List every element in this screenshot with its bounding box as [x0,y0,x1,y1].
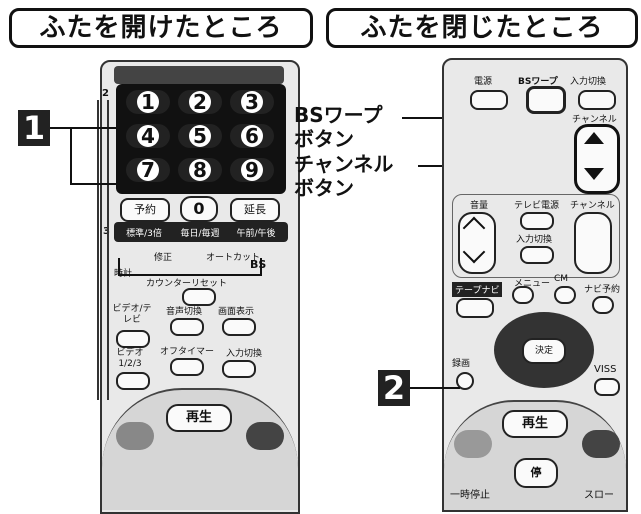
key-8[interactable]: 8 [178,158,222,182]
key-9[interactable]: 9 [230,158,274,182]
menu-label: メニュー [514,279,551,289]
tv-power-label: テレビ電源 [514,201,560,211]
channel-callout-line1: チャンネル [294,152,394,176]
key-0[interactable]: 0 [180,196,218,222]
auto-cut-label: オートカット [206,253,261,263]
enter-button[interactable]: 決定 [522,338,566,364]
tv-control-panel [452,194,620,278]
daily-weekly-button[interactable]: 毎日/毎週 [180,229,220,239]
tape-navi-label: テープナビ [452,282,503,297]
power-label: 電源 [474,77,493,87]
bs-label: BS [250,258,267,271]
volume-label: 音量 [470,201,489,211]
key-5[interactable]: 5 [178,124,222,148]
menu-button[interactable] [512,286,534,304]
navi-reserve-label: ナビ予約 [584,285,621,295]
key-2[interactable]: 2 [178,90,222,114]
step-1-label: 1 [18,110,50,146]
input-switch-button[interactable] [222,360,256,378]
am-pm-button[interactable]: 午前/午後 [236,229,276,239]
fast-forward-button[interactable] [246,422,284,450]
top-button-strip [114,66,284,84]
audio-switch-label: 音声切換 [166,307,203,317]
step-2-connector [410,387,460,389]
key-4[interactable]: 4 [126,124,170,148]
bs-bracket [118,258,262,276]
key-7[interactable]: 7 [126,158,170,182]
key-1[interactable]: 1 [126,90,170,114]
remote-lid-closed: 電源 BSワープ 入力切換 チャンネル 音量 テレビ電源 チャンネル 入力切換 … [442,58,628,512]
slow-label: スロー [584,490,614,501]
key-6[interactable]: 6 [230,124,274,148]
row3-strip [114,222,288,242]
off-timer-button[interactable] [170,358,204,376]
header-lid-open: ふたを開けたところ [9,8,313,48]
row-number-3: 3 [103,226,110,237]
step-2-label: 2 [378,370,410,406]
remote-lid-open: 2 1 2 3 4 5 6 7 8 9 予約 0 延長 3 標準/3倍 毎日/毎… [100,60,300,514]
counter-reset-button[interactable] [182,288,216,306]
display-label: 画面表示 [218,307,255,317]
modify-label: 修正 [154,253,173,263]
audio-switch-button[interactable] [170,318,204,336]
video-tv-button[interactable] [116,330,150,348]
cable [97,100,109,400]
input-switch-row-label: 入力切換 [516,235,553,245]
extend-button[interactable]: 延長 [230,198,280,222]
tv-power-button[interactable] [520,212,554,230]
key-3[interactable]: 3 [230,90,274,114]
display-button[interactable] [222,318,256,336]
row-number-2: 2 [102,88,109,99]
channel-top-label: チャンネル [572,115,617,125]
power-button[interactable] [470,90,508,110]
bs-warp-button[interactable] [526,86,566,114]
cm-button[interactable] [554,286,576,304]
video123-label: ビデオ1/2/3 [116,348,144,369]
rewind-button-closed[interactable] [454,430,492,458]
channel-row-label: チャンネル [570,201,615,211]
input-switch-top-button[interactable] [578,90,616,110]
rewind-button[interactable] [116,422,154,450]
channel-down-icon[interactable] [584,168,604,180]
video-tv-label: ビデオ/テレビ [112,304,152,325]
channel-callout-line2: ボタン [294,176,354,200]
play-button-closed[interactable]: 再生 [502,410,568,438]
step-1-line-a [70,183,126,185]
step-1-bracket [70,127,72,183]
fast-forward-button-closed[interactable] [582,430,620,458]
step-1-connector [50,127,124,129]
input-switch-row-button[interactable] [520,246,554,264]
header-lid-closed: ふたを閉じたところ [326,8,638,48]
off-timer-label: オフタイマー [160,347,215,357]
input-switch-top-label: 入力切換 [570,77,607,87]
bs-warp-callout-line1: BSワープ [294,103,383,127]
pause-label: 一時停止 [450,490,490,501]
record-label: 録画 [452,359,471,369]
tape-navi-button[interactable] [456,298,494,318]
volume-rocker[interactable] [458,212,496,274]
input-switch-label: 入力切換 [226,349,263,359]
play-button[interactable]: 再生 [166,404,232,432]
standard-3x-button[interactable]: 標準/3倍 [126,229,162,239]
bs-warp-callout-line2: ボタン [294,127,354,151]
viss-label: VISS [594,364,617,375]
bs-warp-label: BSワープ [518,77,558,87]
reserve-button[interactable]: 予約 [120,198,170,222]
channel-up-icon[interactable] [584,132,604,144]
tv-channel-rocker[interactable] [574,212,612,274]
counter-reset-label: カウンターリセット [146,279,228,289]
record-button[interactable] [456,372,474,390]
cm-label: CM [554,274,569,284]
video123-button[interactable] [116,372,150,390]
viss-button[interactable] [594,378,620,396]
navi-reserve-button[interactable] [592,296,614,314]
stop-button[interactable]: 停 [514,458,558,488]
